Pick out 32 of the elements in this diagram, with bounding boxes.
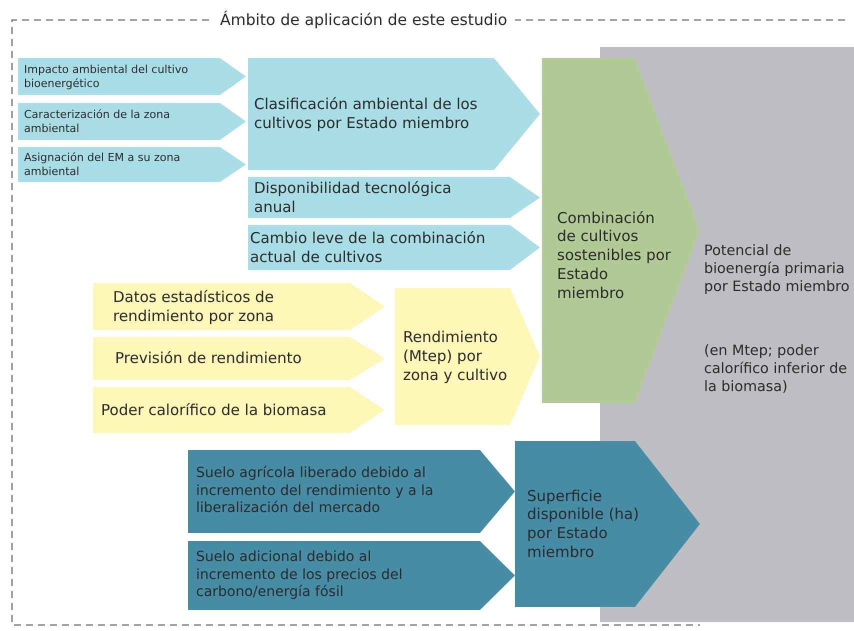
node-label: Clasificación ambiental de los cultivos por Estado miembro [254, 95, 478, 133]
node-label: Previsión de rendimiento [115, 349, 302, 368]
chevron-arrow-shape [188, 450, 515, 533]
node-label: Rendimiento (Mtep) por zona y cultivo [403, 328, 508, 385]
node-label: Caracterización de la zona ambiental [24, 108, 171, 136]
result-panel [700, 47, 854, 622]
chevron-arrow-shape [93, 283, 385, 330]
chevron-arrow-shape [18, 103, 246, 140]
node-label: Datos estadísticos de rendimiento por zona [113, 288, 275, 326]
node-label: Superficie disponible (ha) por Estado miembro [527, 486, 640, 562]
chevron-arrow-shape [395, 288, 540, 425]
node-label: Asignación del EM a su zona ambiental [24, 150, 182, 178]
node-label: Suelo adicional debido al incremento de los precios del carbono/energía fósil [196, 549, 404, 602]
chevron-arrow-shape [248, 58, 540, 170]
node-label: Cambio leve de la combinación actual de cultivos [250, 228, 486, 266]
node-label: Potencial de bioenergía primaria por Estado miembro [704, 243, 850, 297]
chevron-arrow-shape [188, 541, 515, 610]
node-label: Combinación de cultivos sostenibles por Estado miembro [557, 208, 672, 302]
node-label: Suelo agrícola liberado debido al incremento del rendimiento y a la liberalización del mercado [196, 465, 434, 518]
chevron-arrow-shape [18, 58, 246, 95]
scope-heading: Ámbito de aplicación de este estudio [212, 10, 516, 30]
chevron-arrow-shape [542, 58, 700, 403]
node-note: (en Mtep; poder calorífico inferior de la biomasa) [704, 343, 848, 397]
chevron-arrow-shape [18, 147, 246, 182]
node-label: Poder calorífico de la biomasa [101, 400, 326, 420]
chevron-arrow-shape [93, 337, 385, 380]
chevron-arrow-shape [248, 177, 540, 218]
chevron-arrow-shape [515, 441, 700, 607]
node-label: Impacto ambiental del cultivo bioenergético [24, 62, 190, 90]
chevron-arrow-shape [93, 387, 385, 433]
node-label: Disponibilidad tecnológica anual [254, 178, 452, 216]
chevron-arrow-shape [248, 225, 540, 270]
